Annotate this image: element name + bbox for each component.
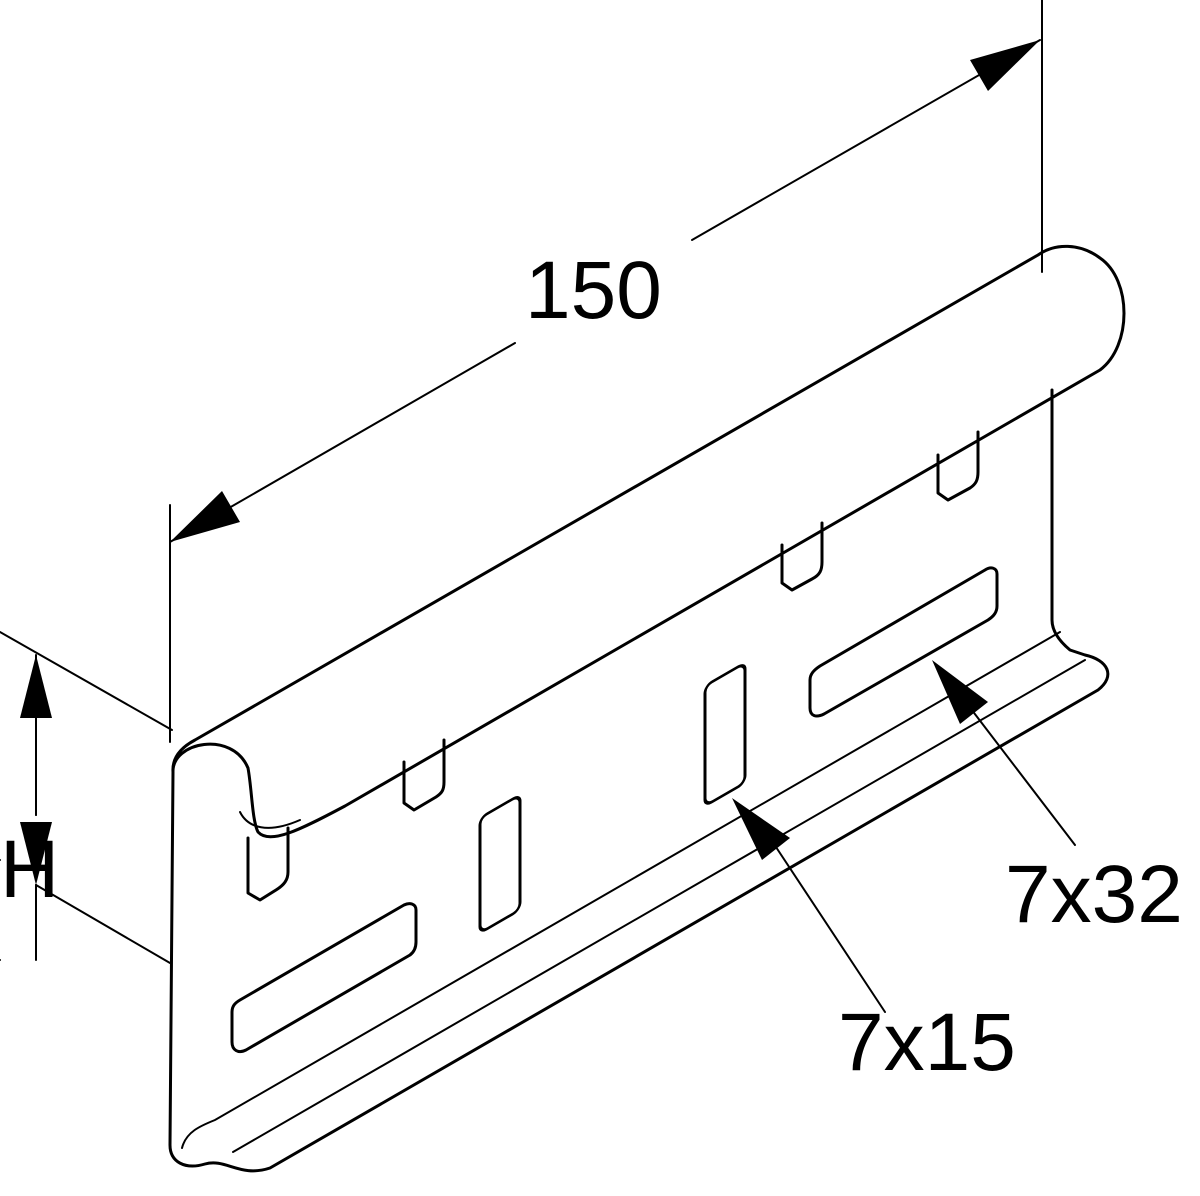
leader-line-7x32 [967, 704, 1076, 846]
callout-7x32 [932, 660, 1076, 846]
plate-outline [168, 388, 1110, 1173]
flange-fold-line [181, 631, 1061, 1149]
arrowhead-bottom [20, 822, 52, 885]
slot-upper-1 [246, 826, 290, 902]
extension-line-bottom [35, 884, 171, 964]
slot-7x15-left [478, 796, 522, 932]
slot-upper-4 [936, 430, 980, 502]
extension-line-top [0, 631, 173, 731]
slot-upper-2 [402, 738, 446, 812]
slot-7x32-left [230, 902, 418, 1054]
callout-7x15 [732, 798, 886, 1013]
arrowhead-right [970, 40, 1040, 91]
slot-7x15-right [703, 664, 747, 805]
slot-7x32-label: 7x32 [1005, 849, 1183, 940]
arrowhead-7x32 [932, 660, 988, 724]
rolled-edge-highlight [239, 811, 301, 829]
arrowhead-7x15 [732, 798, 790, 860]
slot-upper-3 [780, 521, 824, 592]
slot-7x32-right [808, 566, 999, 718]
flange-front-edge [232, 659, 1086, 1153]
length-dimension [169, 0, 1043, 743]
leader-line-7x15 [769, 837, 886, 1013]
height-label: H [0, 824, 59, 915]
length-label: 150 [525, 245, 662, 336]
slot-7x15-label: 7x15 [838, 997, 1016, 1088]
arrowhead-top [20, 655, 52, 718]
height-dimension [0, 631, 173, 964]
arrowhead-left [170, 491, 240, 542]
